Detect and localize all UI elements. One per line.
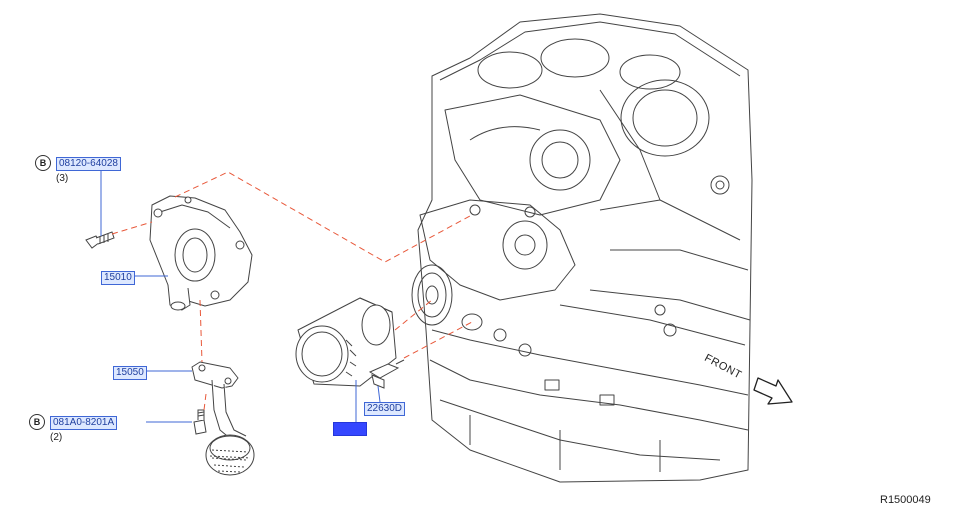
engine-block-drawing [411,13,753,483]
bolt-top-quantity: (3) [56,173,69,184]
reference-code: R1500049 [880,494,931,506]
top-bolt-drawing [85,231,115,249]
bolt-bottom-badge: B [29,414,45,430]
bolt-bottom-quantity: (2) [50,432,63,443]
leader-lines [100,168,381,425]
oil-pump-drawing [149,195,253,311]
alignment-phantom-lines [111,171,473,411]
bottom-bolt-drawing [193,409,207,435]
oil-filter-drawing [295,297,397,387]
part-label-15010[interactable]: 15010 [101,271,135,285]
part-label-08120-64028[interactable]: 08120-64028 [56,157,121,171]
sensor-drawing [368,359,405,389]
part-label-22630D[interactable]: 22630D [364,402,406,416]
bolt-top-badge: B [35,155,51,171]
front-arrow-icon [753,377,793,405]
gasket-strainer-drawing [191,361,255,476]
part-label-15050[interactable]: 15050 [113,366,147,380]
part-label-081A0-8201A[interactable]: 081A0-8201A [50,416,118,430]
part-label-15208-selected[interactable]: 15208 [333,422,367,436]
